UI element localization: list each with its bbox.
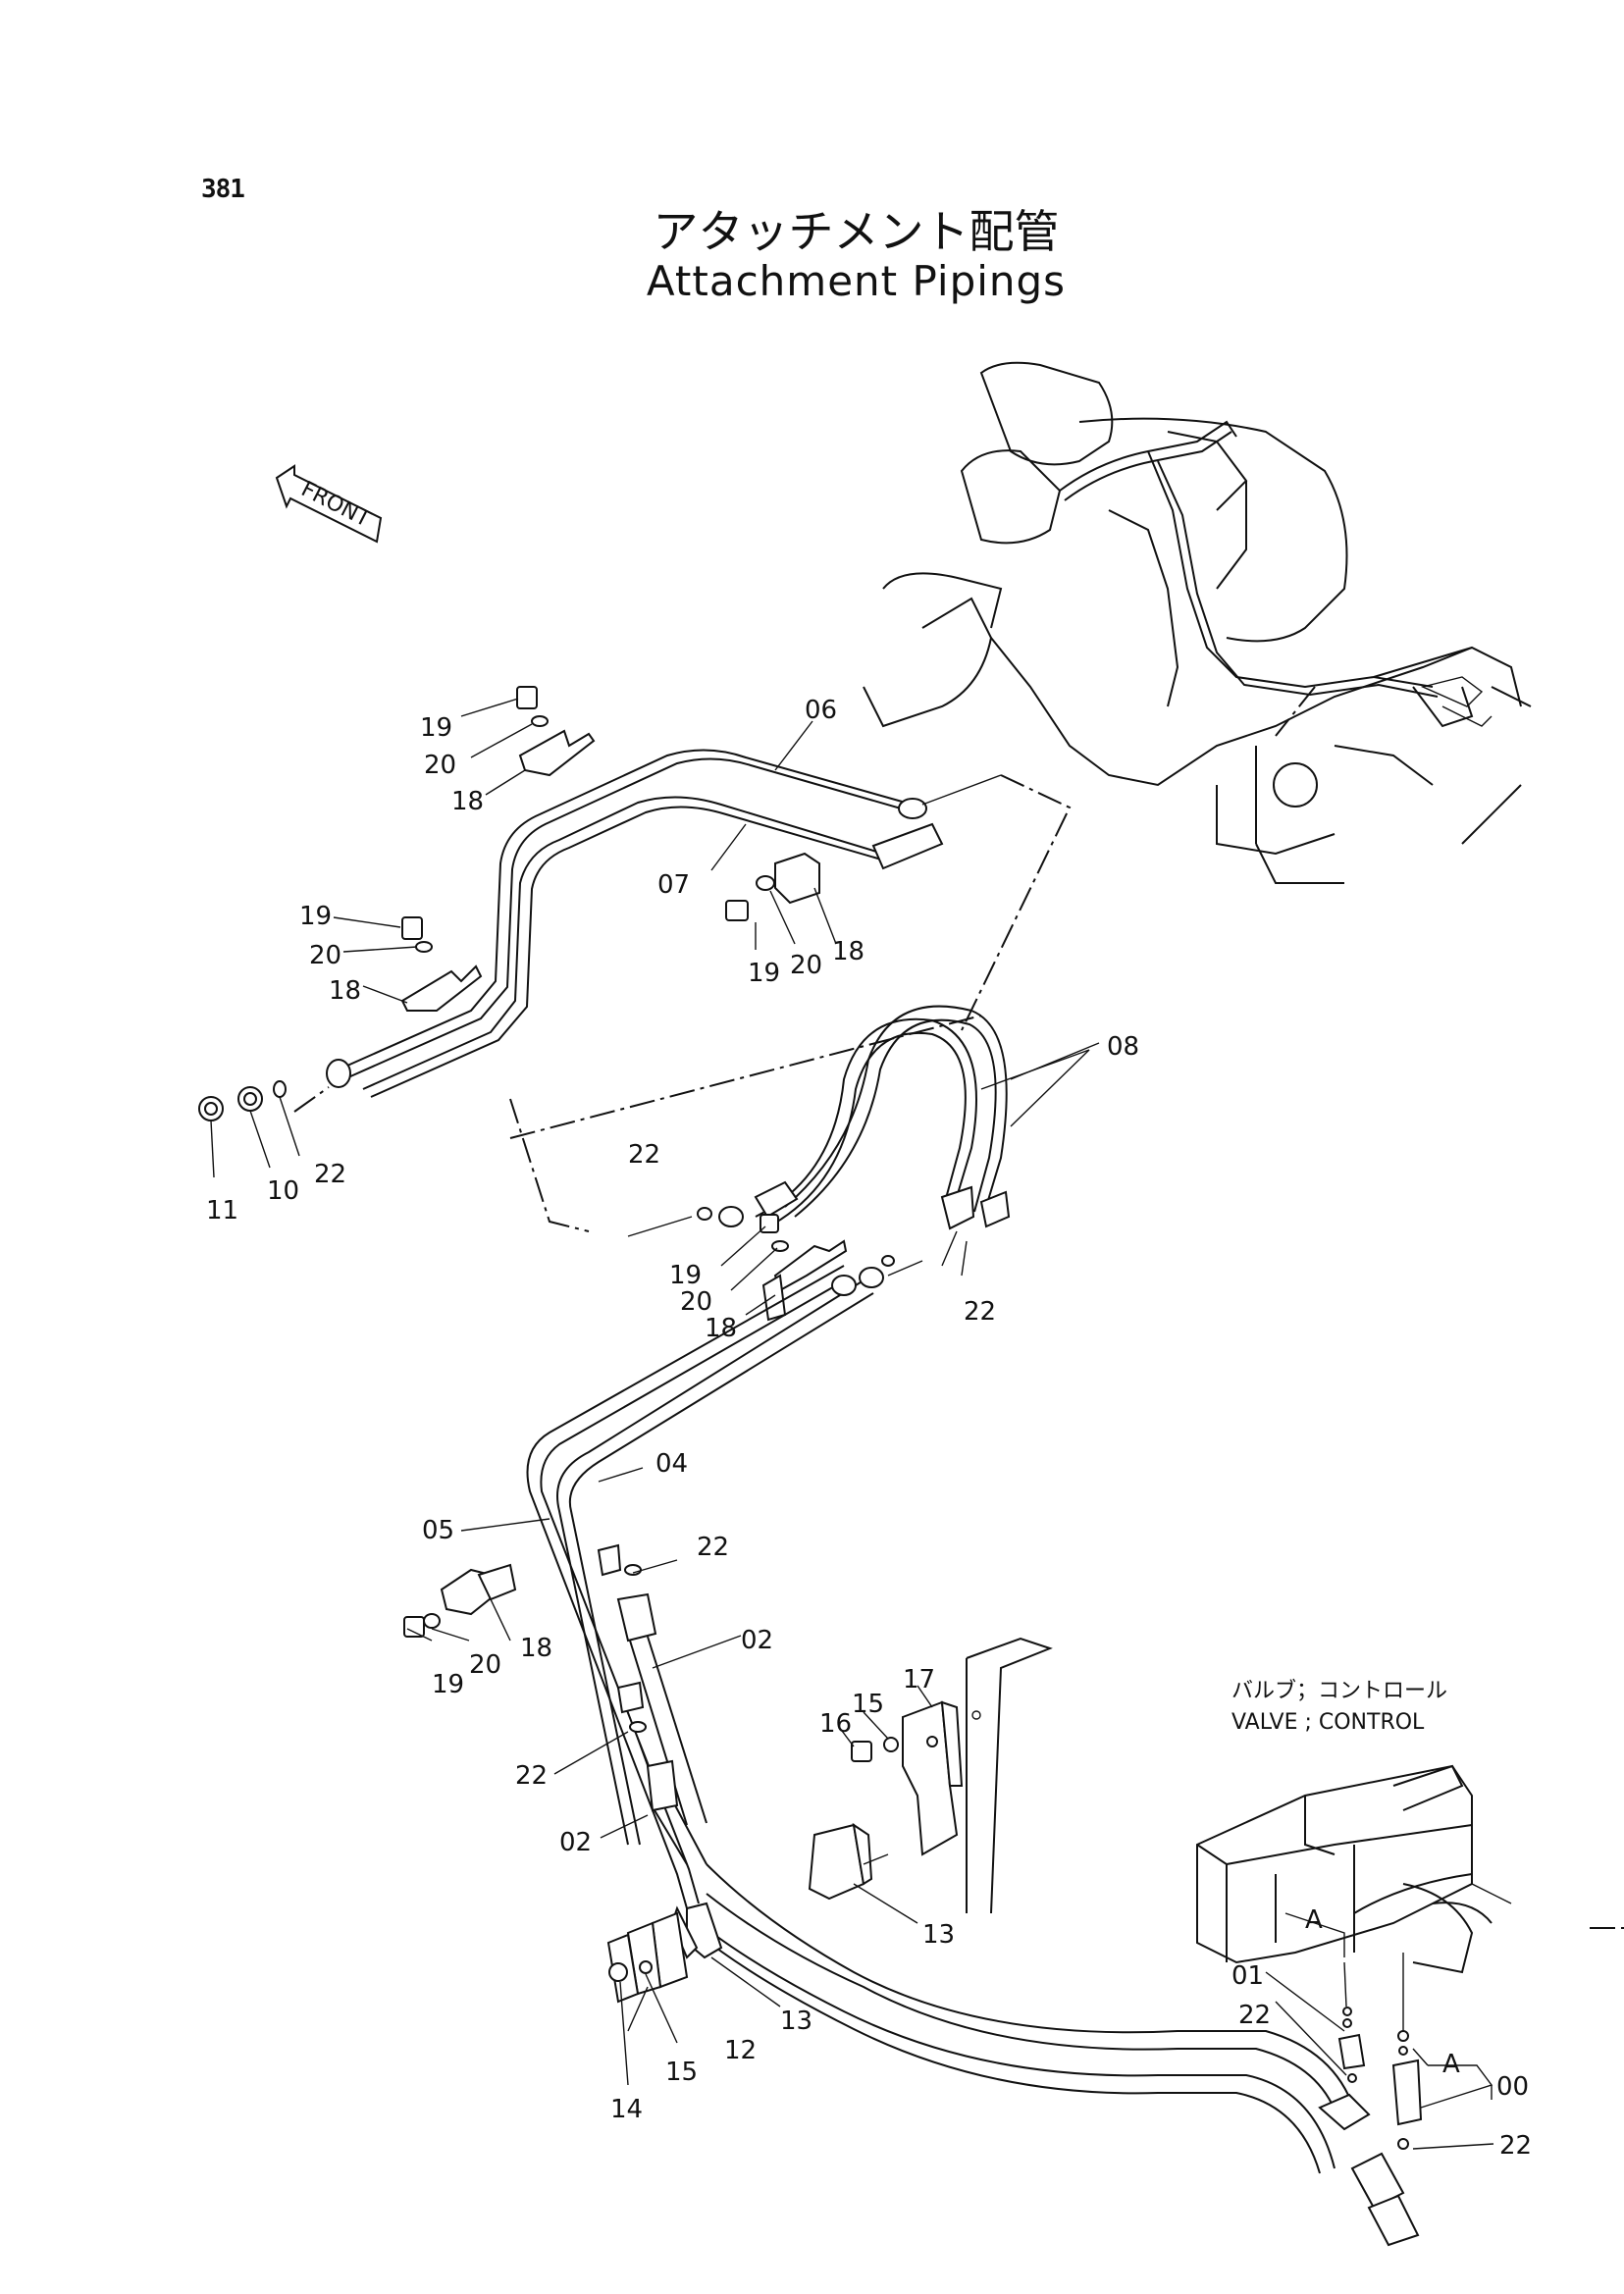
- callout-00: 00: [1496, 2072, 1529, 2102]
- callout-22: 22: [314, 1160, 346, 1189]
- callout-19: 19: [420, 713, 452, 743]
- callout-22: 22: [964, 1297, 996, 1327]
- callout-19: 19: [432, 1670, 464, 1699]
- clamp-set-upper-left: [400, 686, 820, 1012]
- pipe-assembly-04-05: [526, 1255, 923, 1909]
- callout-19: 19: [299, 902, 332, 931]
- pipe-assembly-06-07: [293, 749, 1072, 1232]
- valve-label-english: VALVE ; CONTROL: [1231, 1710, 1425, 1735]
- callout-20: 20: [790, 951, 822, 980]
- page-number: 381: [201, 175, 245, 204]
- callout-02: 02: [741, 1626, 773, 1655]
- callout-19: 19: [748, 959, 780, 988]
- front-marker: FRONT: [297, 477, 375, 533]
- bracket-17: [851, 1637, 1053, 1914]
- callout-07: 07: [657, 870, 690, 900]
- callout-13: 13: [922, 1920, 955, 1950]
- clamp-set-middle: [760, 1214, 848, 1322]
- callout-14: 14: [610, 2095, 643, 2124]
- hose-assembly-08: [509, 1005, 1090, 1277]
- callout-labels: 06 19 20 18 07 19 20 18 19 20 18 08 11 1…: [206, 696, 1532, 2161]
- callout-16: 16: [819, 1709, 852, 1739]
- callout-19: 19: [669, 1261, 702, 1290]
- front-arrow-icon: FRONT: [275, 464, 383, 544]
- callout-22: 22: [628, 1140, 660, 1170]
- callout-20: 20: [680, 1287, 712, 1317]
- page-title-japanese: アタッチメント配管: [653, 205, 1060, 258]
- callout-20: 20: [469, 1650, 501, 1680]
- control-valve-illustration: [1196, 1764, 1624, 2150]
- callout-15: 15: [665, 2058, 698, 2087]
- callout-20: 20: [309, 941, 341, 970]
- machine-frame-illustration: [863, 361, 1532, 884]
- callout-02: 02: [559, 1828, 592, 1857]
- callout-A: A: [1442, 2050, 1460, 2079]
- callout-22: 22: [1238, 2001, 1271, 2030]
- callout-05: 05: [422, 1516, 454, 1545]
- callout-13: 13: [780, 2007, 812, 2036]
- callout-12: 12: [724, 2036, 757, 2065]
- callout-17: 17: [903, 1665, 935, 1694]
- callout-08: 08: [1107, 1032, 1139, 1062]
- callout-22: 22: [1499, 2131, 1532, 2161]
- hose-assembly-02: [597, 1543, 1420, 2247]
- callout-18: 18: [705, 1314, 737, 1343]
- clamp-set-lower-left: [403, 1563, 517, 1638]
- callout-06: 06: [805, 696, 837, 725]
- clamp-set-lower: [606, 1822, 889, 2004]
- callout-22: 22: [697, 1533, 729, 1562]
- fittings-10-11-22: [198, 1080, 287, 1121]
- callout-15: 15: [852, 1690, 884, 1719]
- callout-18: 18: [832, 937, 864, 966]
- callout-01: 01: [1231, 1961, 1264, 1991]
- callout-10: 10: [267, 1176, 299, 1206]
- callout-11: 11: [206, 1196, 238, 1225]
- callout-18: 18: [451, 787, 484, 816]
- callout-18: 18: [520, 1634, 552, 1663]
- leader-lines: [210, 698, 1494, 2150]
- callout-18: 18: [329, 976, 361, 1006]
- callout-04: 04: [655, 1449, 688, 1479]
- callout-22: 22: [515, 1761, 548, 1791]
- callout-20: 20: [424, 751, 456, 780]
- callout-A: A: [1305, 1905, 1323, 1935]
- page-title-english: Attachment Pipings: [646, 257, 1067, 305]
- valve-label-japanese: バルブ；コントロール: [1231, 1679, 1447, 1703]
